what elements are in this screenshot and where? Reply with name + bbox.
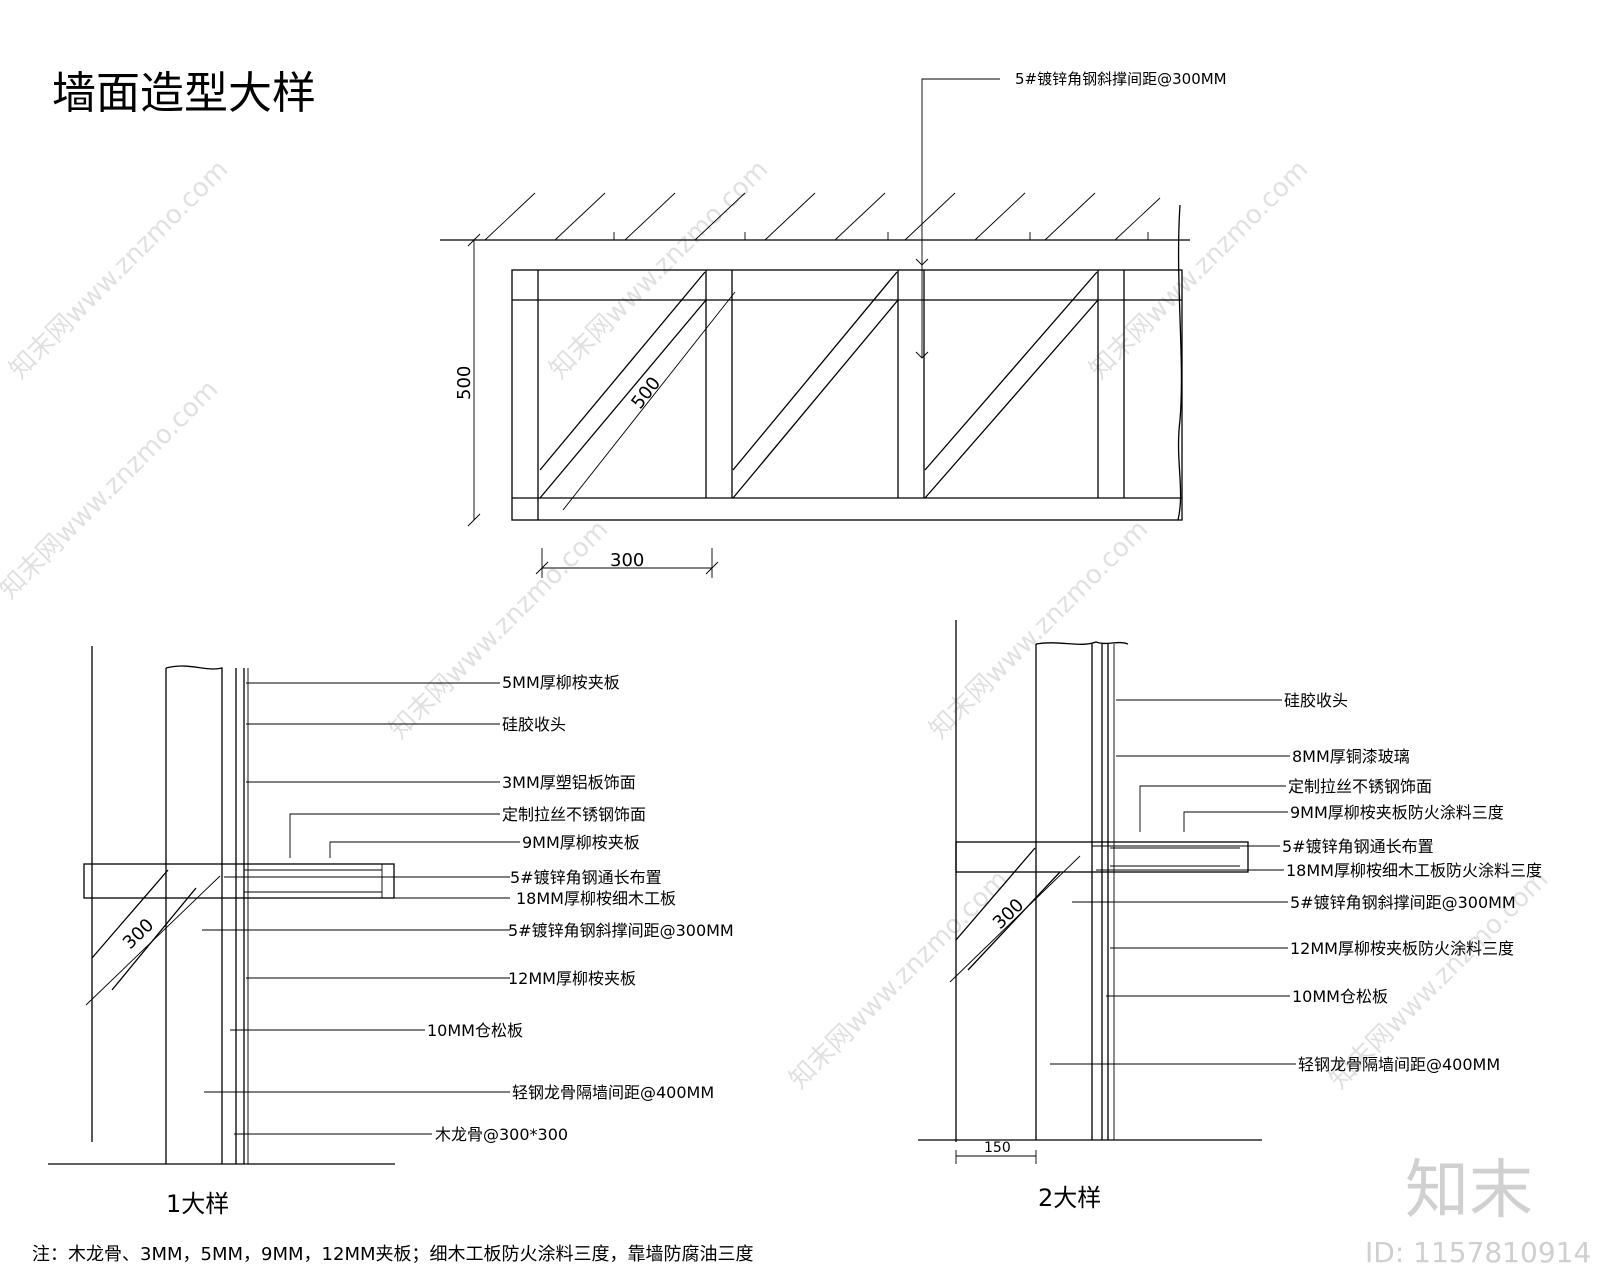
detail-2: 300 150 硅胶收头 8MM厚铜漆玻璃 定制拉丝不锈钢饰面 9MM厚柳桉夹板… [918, 620, 1542, 1212]
callout-label: 硅胶收头 [1284, 691, 1348, 710]
callout-label: 8MM厚铜漆玻璃 [1292, 747, 1410, 766]
detail1-callouts: 5MM厚柳桉夹板 硅胶收头 3MM厚塑铝板饰面 定制拉丝不锈钢饰面 9MM厚柳桉… [427, 673, 734, 1144]
callout-label: 5#镀锌角钢斜撑间距@300MM [1290, 893, 1516, 912]
break-line [1177, 204, 1183, 521]
watermark-text: 知末网www.znzmo.com [4, 154, 235, 385]
diagonal-dimension-line [562, 291, 736, 511]
callout-label: 轻钢龙骨隔墙间距@400MM [1298, 1055, 1500, 1074]
callout-label: 5#镀锌角钢通长布置 [510, 868, 662, 887]
detail2-leaders [1050, 699, 1296, 1065]
bottom-dimension: 150 [984, 1140, 1011, 1156]
detail-label: 2大样 [1038, 1184, 1101, 1212]
callout-label: 3MM厚塑铝板饰面 [502, 773, 636, 792]
callout-label: 木龙骨@300*300 [435, 1125, 568, 1144]
callout-label: 5MM厚柳桉夹板 [502, 673, 620, 692]
diagonal-brace [732, 271, 899, 499]
frame-outer [511, 269, 1183, 521]
callout-label: 硅胶收头 [502, 715, 566, 734]
watermark-text: 知末网www.znzmo.com [384, 514, 615, 745]
brand-watermark: 知末 [1405, 1154, 1533, 1228]
callout-label: 18MM厚柳桉细木工板防火涂料三度 [1286, 861, 1542, 880]
watermark-text: 知末网www.znzmo.com [924, 514, 1155, 745]
callout-label: 9MM厚柳桉夹板防火涂料三度 [1290, 803, 1504, 822]
callout-label: 轻钢龙骨隔墙间距@400MM [512, 1083, 714, 1102]
top-note-leader [921, 78, 1000, 358]
callout-label: 12MM厚柳桉夹板 [508, 969, 636, 988]
watermark-text: 知末网www.znzmo.com [784, 864, 1015, 1095]
detail1-leaders [202, 682, 520, 1135]
callout-label: 12MM厚柳桉夹板防火涂料三度 [1290, 939, 1514, 958]
wall-top-break [1035, 641, 1129, 645]
watermark-text: 知末网www.znzmo.com [0, 374, 224, 605]
ceiling-anchors [613, 232, 1149, 240]
diagonal-dimension: 500 [627, 373, 665, 413]
callout-label: 10MM仓松板 [427, 1021, 523, 1040]
angle-brace [955, 847, 1061, 971]
diagonal-brace [539, 271, 707, 499]
drawing-title: 墙面造型大样 [52, 68, 316, 119]
width-dimension: 300 [610, 550, 644, 571]
top-note: 5#镀锌角钢斜撑间距@300MM [1015, 70, 1227, 88]
ceiling-hatch [484, 192, 1161, 241]
callout-label: 10MM仓松板 [1292, 987, 1388, 1006]
callout-label: 18MM厚柳桉细木工板 [516, 889, 676, 908]
footnote: 注：木龙骨、3MM，5MM，9MM，12MM夹板；细木工板防火涂料三度，靠墙防腐… [32, 1244, 754, 1265]
detail-label: 1大样 [166, 1190, 229, 1218]
id-watermark: ID: 1157810914 [1365, 1236, 1591, 1269]
callout-label: 5#镀锌角钢通长布置 [1282, 837, 1434, 856]
callout-label: 定制拉丝不锈钢饰面 [1288, 777, 1432, 796]
height-dimension: 500 [454, 366, 475, 400]
wall-stud [165, 665, 223, 1164]
shelf [83, 863, 395, 899]
callout-label: 9MM厚柳桉夹板 [522, 833, 640, 852]
shelf [955, 841, 1249, 873]
callout-label: 定制拉丝不锈钢饰面 [502, 805, 646, 824]
callout-label: 5#镀锌角钢斜撑间距@300MM [508, 921, 734, 940]
wall-elevation: 500 5#镀锌角钢斜撑间距@300MM 500 300 [440, 70, 1227, 578]
detail2-callouts: 硅胶收头 8MM厚铜漆玻璃 定制拉丝不锈钢饰面 9MM厚柳桉夹板防火涂料三度 5… [1282, 691, 1542, 1074]
diagonal-brace [924, 271, 1099, 499]
